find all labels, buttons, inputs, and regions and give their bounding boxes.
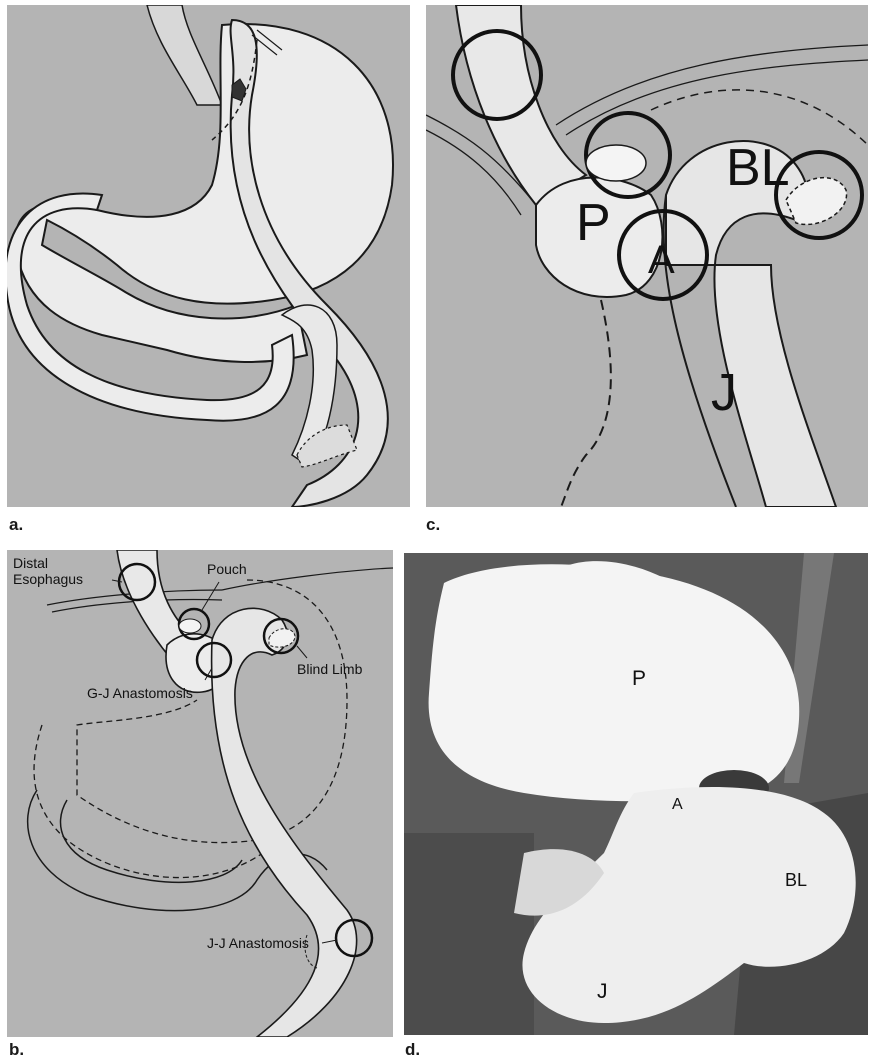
- panel-b-label-distal-1: Distal: [13, 555, 48, 571]
- panel-c-label-a: A: [648, 238, 675, 282]
- panel-b: Distal Esophagus Pouch G-J Anastomosis B…: [7, 550, 393, 1037]
- panel-c-label-bl: BL: [726, 139, 790, 197]
- panel-c-label-j: J: [711, 364, 737, 422]
- panel-d-letter: d.: [405, 1040, 420, 1060]
- panel-d: P A BL J: [404, 553, 868, 1035]
- panel-c-illustration: P A BL J: [426, 5, 868, 507]
- panel-d-radiograph: P A BL J: [404, 553, 868, 1035]
- panel-c: P A BL J: [426, 5, 868, 507]
- panel-b-label-blind: Blind Limb: [297, 661, 363, 677]
- panel-d-label-j: J: [597, 980, 608, 1003]
- panel-a-letter: a.: [9, 515, 23, 535]
- panel-b-letter: b.: [9, 1040, 24, 1060]
- panel-d-label-bl: BL: [785, 870, 807, 890]
- panel-b-label-pouch: Pouch: [207, 561, 247, 577]
- panel-b-label-distal-2: Esophagus: [13, 571, 83, 587]
- panel-b-label-jj: J-J Anastomosis: [207, 935, 309, 951]
- panel-a: [7, 5, 410, 507]
- panel-d-label-p: P: [632, 667, 646, 690]
- panel-a-illustration: [7, 5, 410, 507]
- panel-b-label-gj: G-J Anastomosis: [87, 685, 193, 701]
- panel-c-letter: c.: [426, 515, 440, 535]
- panel-b-illustration: Distal Esophagus Pouch G-J Anastomosis B…: [7, 550, 393, 1037]
- panel-c-label-p: P: [576, 194, 611, 252]
- panel-d-label-a: A: [672, 796, 683, 813]
